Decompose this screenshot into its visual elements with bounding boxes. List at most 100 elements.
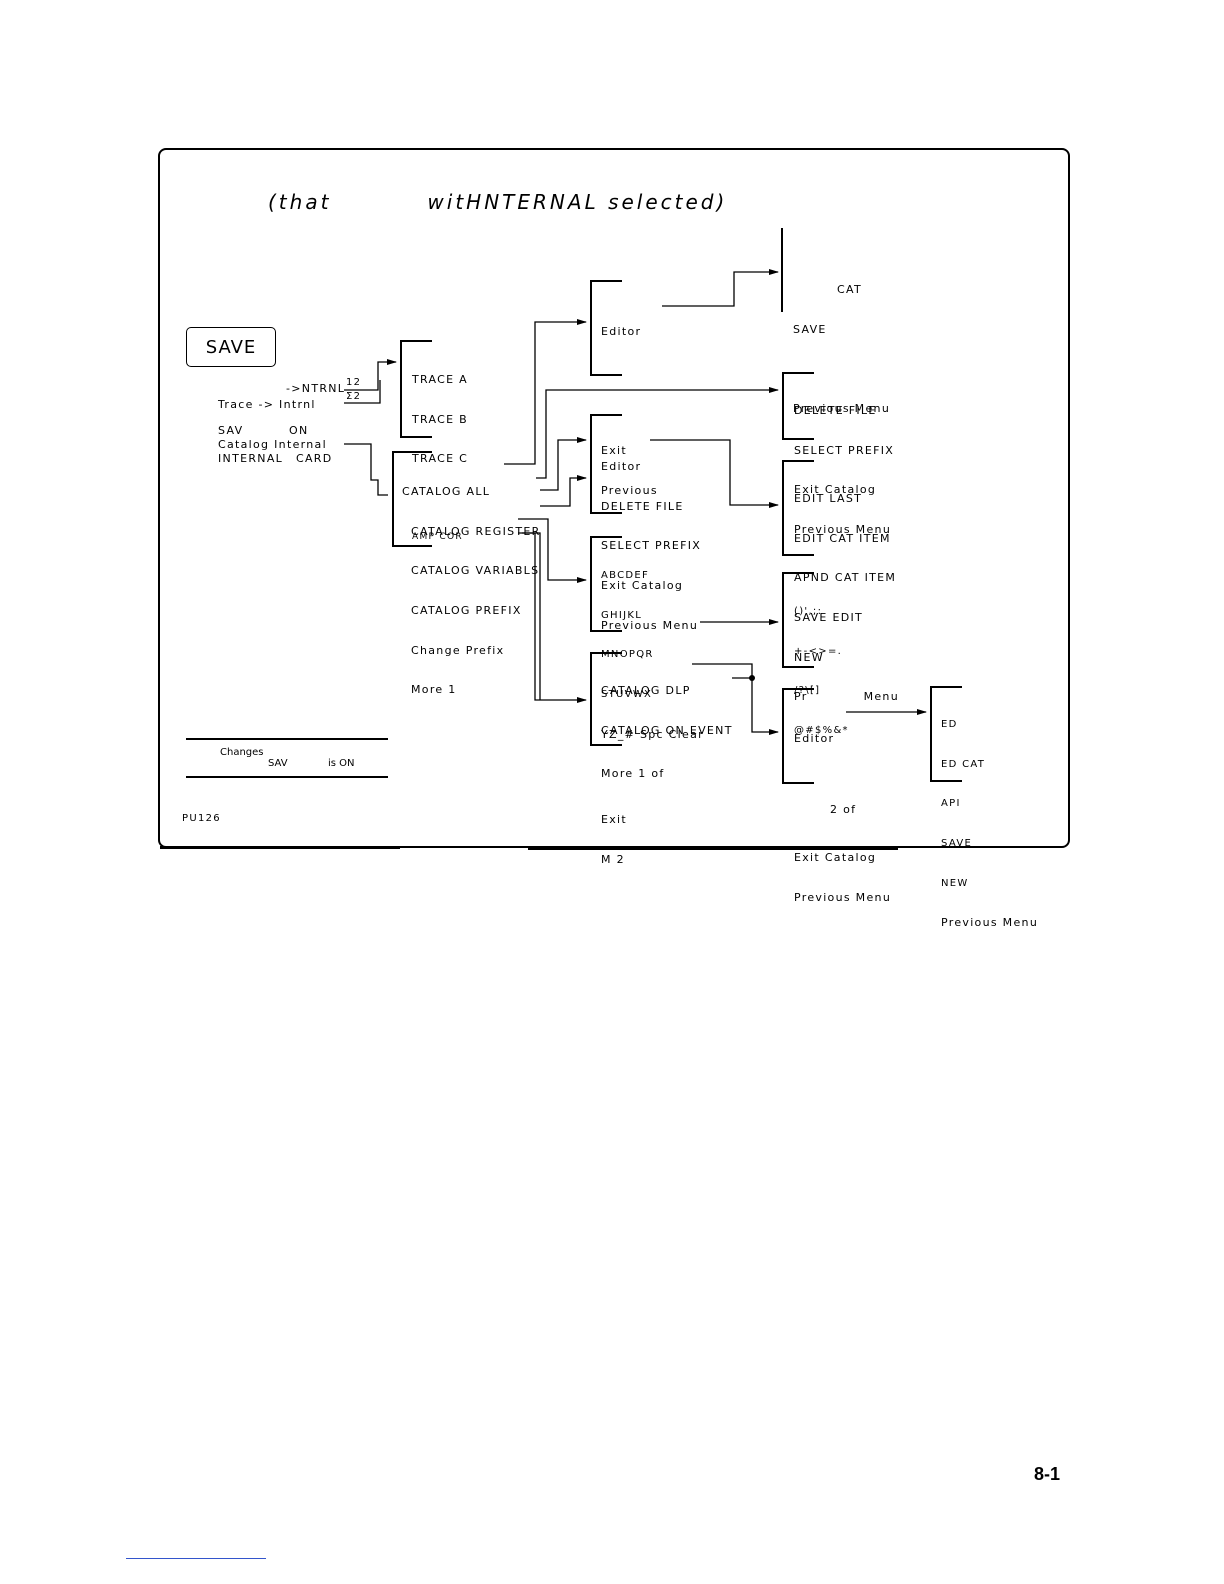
menu-item[interactable]: SELECT PREFIX	[601, 539, 702, 553]
connector	[650, 439, 779, 508]
connector	[536, 387, 779, 479]
more2-menu: CATALOG DLP CATALOG ON EVENT Exit M 2	[601, 658, 733, 880]
menu-item[interactable]: /?\[]	[794, 685, 821, 697]
menu-item[interactable]: ABCDEF	[601, 570, 650, 581]
delete-file-bracket	[782, 372, 814, 440]
menu-item-fragment: Pr	[794, 690, 808, 704]
menu-item[interactable]: TRACE C	[412, 452, 469, 466]
connector	[344, 359, 397, 391]
menu-item[interactable]: AMP COR	[412, 532, 463, 543]
menu-item[interactable]: TRACE B	[412, 412, 469, 426]
frame-bottom-bar	[160, 846, 400, 849]
menu-item[interactable]: ED	[941, 719, 958, 730]
menu-item[interactable]: Previous Menu	[793, 402, 891, 416]
reg-number-12: 12	[346, 377, 362, 388]
ed-final-menu: ED ED CAT API SAVE NEW Previous Menu	[941, 692, 1038, 943]
menu-item[interactable]: DELETE FILE	[601, 499, 684, 513]
menu-item[interactable]: Exit Catalog	[601, 579, 684, 593]
editor-mid-menu: Editor DELETE FILE SELECT PREFIX Exit Ca…	[601, 434, 701, 645]
menu-item[interactable]: SELECT PREFIX	[794, 443, 895, 457]
menu-item[interactable]: API	[941, 798, 961, 810]
reg-number-22: Σ2	[346, 391, 362, 402]
trace-menu-bracket	[400, 340, 432, 438]
save-cat-bracket	[781, 228, 783, 312]
menu-item[interactable]: SAVE EDIT	[794, 611, 864, 625]
heading-right: witHNTERNAL selected)	[427, 190, 728, 214]
menu-item[interactable]: ()',;:	[794, 606, 823, 617]
menu-item[interactable]: YZ_# Spc Clear	[601, 727, 704, 741]
menu-item[interactable]: Previous Menu	[794, 523, 892, 537]
save-key-button[interactable]: SAVE	[186, 327, 276, 367]
menu-item[interactable]: Exit Catalog	[794, 851, 877, 865]
menu-item[interactable]: DELETE FILE	[794, 404, 877, 417]
trace-intrnl-label: Trace -> Intrnl	[218, 398, 316, 411]
legend-changes: Changes	[220, 747, 264, 758]
menu-item[interactable]: CATALOG ALL	[402, 485, 491, 498]
menu-item[interactable]: APND CAT ITEM	[794, 571, 897, 585]
menu-item[interactable]: Previous	[601, 483, 658, 497]
ntrnl-label: ->NTRNL	[286, 382, 346, 395]
connector	[344, 380, 381, 404]
editor-top-menu: Editor Exit Previous	[601, 299, 658, 510]
legend-sav: SAV	[268, 758, 288, 769]
internal-label: INTERNAL	[218, 452, 284, 465]
connector	[518, 518, 587, 583]
menu-item[interactable]: Editor	[601, 325, 642, 338]
connector	[522, 532, 541, 700]
connector	[662, 269, 779, 307]
edit-last-bracket	[782, 460, 814, 556]
menu-item[interactable]: Change Prefix	[411, 643, 505, 657]
menu-item[interactable]: NEW	[794, 650, 824, 664]
menu-item[interactable]: CATALOG REGISTER	[411, 524, 541, 538]
menu-item[interactable]: CATALOG PREFIX	[411, 604, 522, 618]
menu-item[interactable]: SAVE	[793, 322, 827, 336]
menu-item[interactable]: CATALOG ON EVENT	[601, 723, 733, 737]
menu-item[interactable]: Editor	[794, 732, 835, 745]
ed-final-bracket	[930, 686, 962, 782]
menu-item[interactable]: Exit	[601, 813, 628, 827]
save-cat-menu: CAT SAVE Previous Menu	[793, 257, 890, 429]
connector	[518, 532, 587, 703]
more2-bracket	[590, 652, 622, 746]
menu-item[interactable]: CAT	[837, 283, 862, 296]
menu-item[interactable]: SAVE	[941, 838, 973, 850]
menu-item[interactable]: @#$%&*	[794, 725, 849, 737]
connector	[692, 663, 753, 678]
menu-item[interactable]: +-<>=.	[794, 645, 843, 657]
menu-item[interactable]: Previous Menu	[794, 890, 892, 904]
sav-label: SAV	[218, 424, 244, 437]
menu-item[interactable]: TRACE A	[412, 373, 469, 386]
page-number: 8-1	[1034, 1464, 1061, 1484]
menu-item[interactable]: NEW	[941, 877, 969, 889]
editor-low-menu: Editor Exit Catalog Previous Menu	[794, 706, 891, 917]
menu-item[interactable]: Previous Menu	[941, 916, 1039, 930]
menu-item[interactable]: EDIT LAST	[794, 492, 863, 505]
connector	[732, 677, 779, 735]
menu-item[interactable]: Previous Menu	[601, 618, 699, 632]
menu-item[interactable]: 2 of	[830, 803, 857, 817]
menu-item[interactable]: More 1	[411, 683, 457, 697]
card-label: CARD	[296, 452, 333, 465]
legend-top-rule	[186, 738, 388, 740]
connector	[504, 319, 587, 465]
menu-item[interactable]: ED CAT	[941, 758, 986, 770]
menu-item[interactable]: Exit	[601, 444, 628, 458]
figure-id: PU126	[182, 813, 221, 824]
menu-item[interactable]: CATALOG VARIABLS	[411, 564, 540, 578]
menu-item[interactable]: EDIT CAT ITEM	[794, 531, 891, 545]
menu-item[interactable]: GHIJKL	[601, 609, 643, 621]
connector	[540, 437, 587, 491]
symbols-bracket	[782, 572, 814, 668]
menu-item[interactable]: More 1 of	[601, 767, 665, 781]
menu-item[interactable]: CATALOG DLP	[601, 684, 691, 697]
catalog-menu-bracket	[392, 451, 432, 547]
menu-item[interactable]: STUVWX	[601, 689, 653, 701]
menu-item[interactable]: Editor	[601, 460, 642, 473]
menu-item[interactable]: MNOPQR	[601, 649, 654, 661]
menu-item[interactable]: M 2	[601, 853, 625, 867]
menu-item[interactable]: Exit Catalog	[794, 483, 877, 497]
alpha-bracket	[590, 536, 622, 632]
catalog-internal-label: Catalog Internal	[218, 438, 327, 451]
